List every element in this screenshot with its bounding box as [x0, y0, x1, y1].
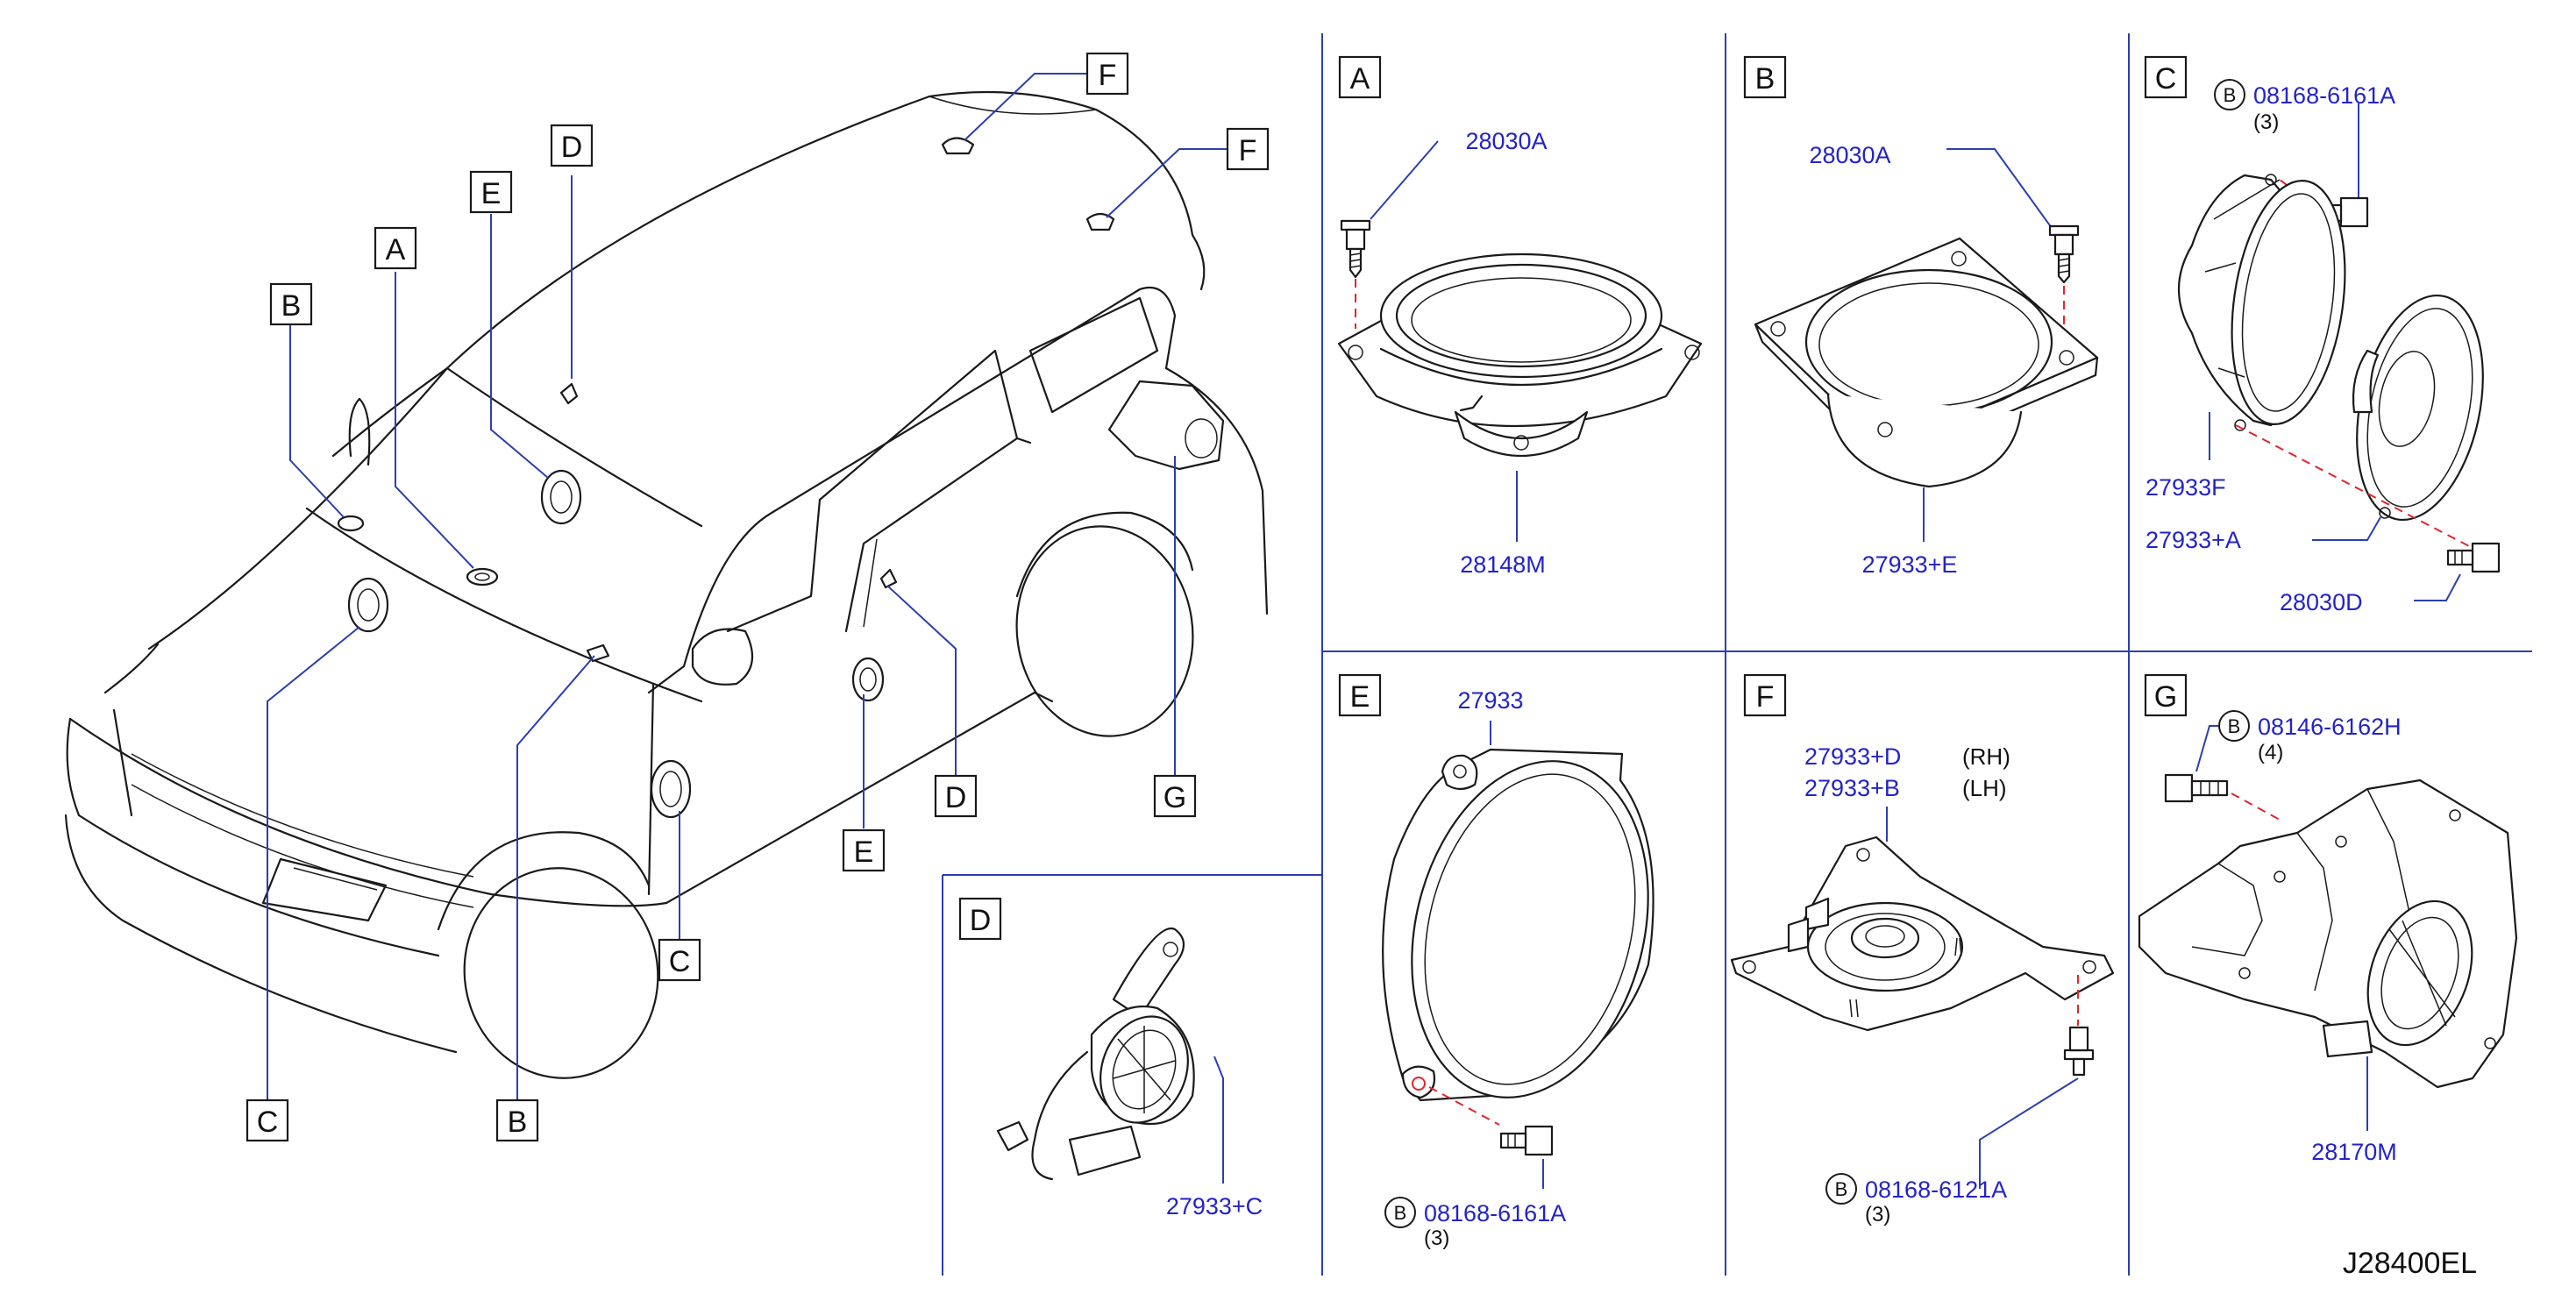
panel-a-letter: A: [1350, 62, 1370, 96]
speaker-icon: [851, 657, 885, 702]
bolt-icon: [2164, 773, 2229, 803]
svg-text:B: B: [281, 289, 302, 323]
speaker-icon: [540, 469, 582, 525]
label-box-g: G: [1153, 774, 1197, 818]
subwoofer-icon: [1107, 380, 1225, 471]
panel-c: C B 08168-6161A (3): [2144, 55, 2501, 615]
panel-f-letter: F: [1756, 680, 1775, 714]
panel-f: F 27933+D (RH) 27933+B (LH): [1730, 673, 2115, 1226]
svg-text:A: A: [386, 233, 406, 267]
panel-a: A 28030A 28148M: [1337, 55, 1703, 578]
vehicle-overview: A B E D F F C B: [64, 52, 1270, 1142]
svg-text:B: B: [508, 1105, 528, 1139]
subwoofer-icon: [2138, 778, 2518, 1089]
rh-part-number: 27933+D: [1804, 743, 1901, 770]
tweeter-part-number: 27933+C: [1166, 1193, 1263, 1219]
svg-text:D: D: [561, 131, 583, 164]
svg-text:D: D: [945, 781, 967, 814]
svg-text:B: B: [2224, 84, 2237, 106]
label-box-d: D: [550, 124, 594, 167]
svg-text:B: B: [1394, 1202, 1407, 1224]
bolt-icon: [2063, 1026, 2095, 1077]
label-box-e: E: [469, 170, 513, 214]
panel-b: B 28030A 27933+E: [1743, 55, 2099, 578]
svg-text:B: B: [2228, 715, 2241, 737]
panel-b-letter: B: [1755, 62, 1775, 96]
lh-label: (LH): [1962, 775, 2007, 801]
bolt-icon: [2048, 224, 2080, 284]
svg-text:C: C: [669, 945, 691, 978]
reference-circle-b: B: [2218, 710, 2250, 742]
screw-part-number: 08168-6161A: [2253, 82, 2395, 109]
screw-quantity: (3): [1424, 1226, 1449, 1250]
speaker-icon: [1337, 252, 1703, 457]
panel-e-letter: E: [1350, 680, 1370, 714]
screw-quantity: (3): [1865, 1203, 1890, 1226]
bolt-icon: [1499, 1125, 1554, 1156]
speaker-icon: [2352, 294, 2484, 522]
panel-d: D 27933+C: [958, 897, 1263, 1219]
speaker-icon: [941, 137, 975, 155]
speaker-icon: [650, 759, 692, 819]
tweeter-icon: [996, 927, 1195, 1181]
speaker-icon: [466, 567, 499, 587]
bolt-icon: [1340, 219, 1371, 279]
bolt-part-number: 28030D: [2280, 589, 2363, 615]
screw-part-number: 08146-6162H: [2258, 714, 2402, 740]
panel-g-letter: G: [2154, 680, 2177, 714]
speaker-part-number: 28148M: [1460, 551, 1546, 578]
panel-e: E 27933 B 08168-6161A (3): [1338, 673, 1654, 1250]
reference-circle-b: B: [2214, 79, 2245, 110]
label-box-b: B: [269, 282, 313, 326]
speaker-icon: [1085, 212, 1115, 231]
speaker-adapter-icon: [2178, 174, 2346, 431]
speaker-icon: [337, 515, 365, 532]
screw-part-number: 08168-6121A: [1865, 1177, 2007, 1203]
label-box-b: B: [495, 1098, 539, 1142]
speaker-icon: [347, 577, 389, 633]
adapter-part-number: 27933F: [2145, 474, 2226, 501]
svg-text:B: B: [1835, 1178, 1848, 1200]
speaker-part-number: 27933: [1457, 687, 1523, 714]
speaker-icon: [879, 568, 898, 589]
svg-text:E: E: [854, 835, 874, 869]
panel-d-letter: D: [970, 904, 992, 937]
label-box-c: C: [246, 1098, 289, 1142]
panel-g: G B 08146-6162H (4): [2138, 673, 2518, 1165]
diagram-code: J28400EL: [2343, 1247, 2477, 1280]
label-box-c: C: [658, 938, 701, 982]
reference-circle-b: B: [1384, 1197, 1416, 1228]
svg-text:G: G: [1163, 781, 1186, 814]
label-box-e: E: [842, 828, 886, 872]
svg-text:E: E: [481, 177, 502, 210]
svg-text:F: F: [1239, 134, 1257, 167]
svg-text:F: F: [1099, 59, 1117, 92]
panel-c-letter: C: [2155, 62, 2177, 96]
label-box-a: A: [374, 226, 417, 270]
subwoofer-part-number: 28170M: [2311, 1139, 2397, 1165]
reference-circle-b: B: [1825, 1173, 1857, 1205]
speaker-icon: [559, 382, 579, 405]
lh-part-number: 27933+B: [1804, 775, 1900, 801]
bolt-icon: [2446, 542, 2501, 573]
screw-quantity: (3): [2253, 110, 2279, 134]
screw-part-number: 08168-6161A: [1424, 1200, 1566, 1226]
speaker-part-number: 27933+A: [2145, 527, 2241, 553]
speaker-icon: [586, 643, 610, 663]
label-box-d: D: [934, 774, 978, 818]
svg-text:C: C: [257, 1105, 279, 1139]
speaker-icon: [1382, 748, 1654, 1102]
speaker-part-number: 27933+E: [1862, 551, 1958, 578]
bolt-part-number: 28030A: [1809, 142, 1890, 168]
rh-label: (RH): [1962, 743, 2010, 770]
speaker-bracket-icon: [1730, 835, 2115, 1032]
label-box-f: F: [1226, 127, 1270, 171]
label-box-f: F: [1085, 52, 1129, 96]
screw-quantity: (4): [2258, 741, 2283, 764]
speaker-icon: [1754, 237, 2099, 488]
bolt-part-number: 28030A: [1465, 128, 1547, 154]
panel-dividers: [942, 33, 2532, 1276]
